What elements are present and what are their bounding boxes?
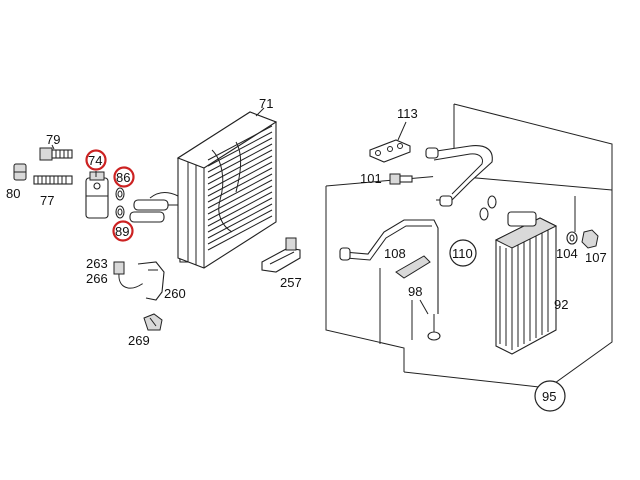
o-ring-89 — [115, 205, 125, 219]
callout-circle-95 — [534, 380, 566, 412]
label-80: 80 — [6, 186, 20, 201]
label-77: 77 — [40, 193, 54, 208]
label-92: 92 — [554, 297, 568, 312]
seal-98 — [427, 314, 441, 341]
pipe-108 — [339, 219, 439, 314]
label-104: 104 — [556, 246, 578, 261]
nut-107 — [581, 229, 599, 249]
label-95: 95 — [542, 389, 556, 404]
temperature-sensor-260 — [113, 261, 165, 301]
callout-circle-110 — [449, 239, 477, 267]
label-113: 113 — [397, 106, 418, 121]
label-107: 107 — [585, 250, 607, 265]
label-98: 98 — [408, 284, 422, 299]
highlight-circle-74[interactable] — [85, 149, 107, 171]
bracket-257 — [261, 237, 301, 273]
bolt-79 — [39, 147, 73, 161]
label-108: 108 — [384, 246, 406, 261]
heater-core-92 — [494, 211, 558, 355]
label-266: 266 — [86, 271, 108, 286]
label-110: 110 — [452, 246, 473, 261]
label-101: 101 — [360, 171, 382, 186]
plate-113 — [369, 139, 411, 163]
label-86: 86 — [116, 170, 130, 185]
heater-pipes — [425, 145, 493, 207]
label-79: 79 — [46, 132, 60, 147]
stud-77 — [33, 175, 73, 185]
bolt-101 — [389, 173, 413, 185]
washer-104 — [566, 231, 578, 245]
evaporator-71 — [176, 111, 278, 269]
highlight-circle-86[interactable] — [113, 166, 135, 188]
nut-80 — [13, 163, 27, 181]
label-263: 263 — [86, 256, 108, 271]
expansion-valve-74 — [85, 171, 109, 219]
o-ring-86 — [115, 187, 125, 201]
label-71: 71 — [259, 96, 273, 111]
clip-269 — [143, 313, 163, 331]
label-260: 260 — [164, 286, 186, 301]
label-269: 269 — [128, 333, 150, 348]
label-89: 89 — [115, 224, 129, 239]
label-74: 74 — [88, 153, 102, 168]
label-257: 257 — [280, 275, 302, 290]
highlight-circle-89[interactable] — [112, 220, 134, 242]
